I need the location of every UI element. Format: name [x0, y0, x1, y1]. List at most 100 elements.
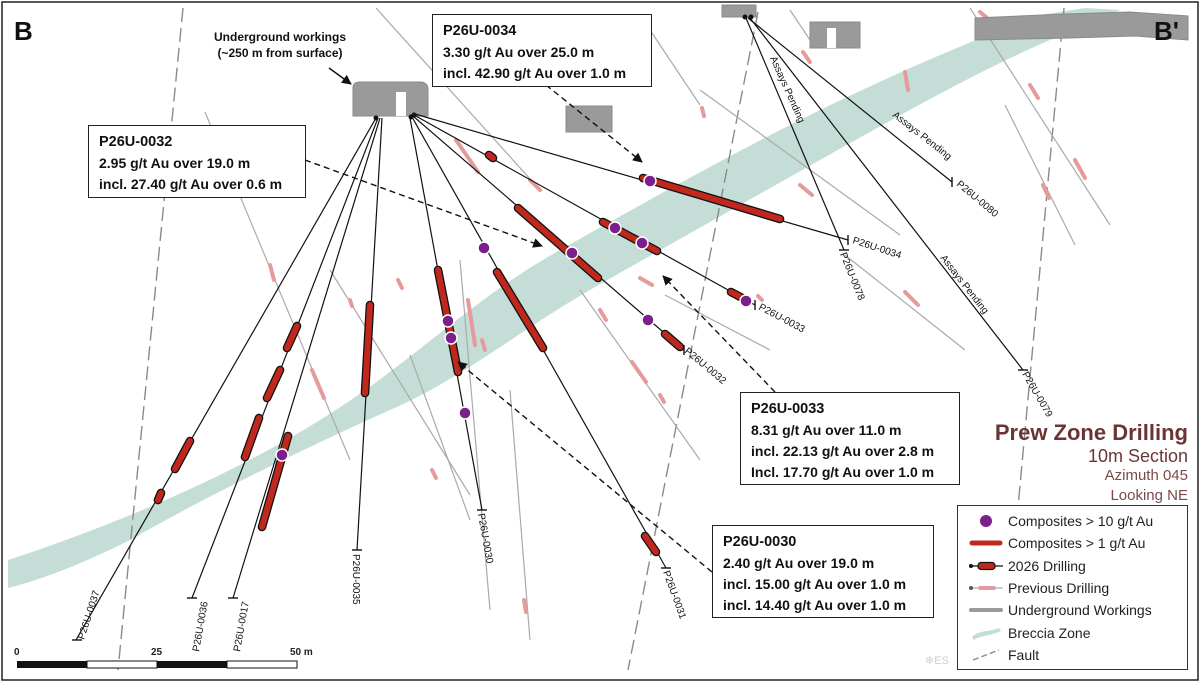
assays-pending-label: Assays Pending: [938, 253, 991, 316]
underground-workings: [352, 4, 1189, 133]
intercept-0035-fill: [362, 302, 373, 396]
underground-working: [352, 81, 429, 117]
collar: [373, 115, 379, 121]
callout-p26u-0030: P26U-0030 2.40 g/t Au over 19.0 m incl. …: [712, 525, 934, 618]
previous-hole: [459, 259, 491, 611]
scale-segment: [17, 661, 87, 668]
hole-label-0079: P26U-0079: [1019, 370, 1054, 420]
callout-line: incl. 15.00 g/t Au over 1.0 m: [723, 576, 907, 592]
previous-intercept: [798, 183, 814, 197]
hole-label-0034: P26U-0034: [851, 235, 903, 261]
previous-intercept: [1028, 83, 1040, 100]
previous-hole: [699, 89, 901, 236]
title-block: Prew Zone Drilling 10m Section Azimuth 0…: [995, 420, 1188, 506]
high-grade-point: [441, 314, 455, 328]
callout-line: incl. 27.40 g/t Au over 0.6 m: [99, 176, 283, 192]
drillhole-trace-0080: [747, 17, 953, 183]
callout-line: incl. 42.90 g/t Au over 1.0 m: [443, 65, 627, 81]
drillhole-trace-0033: [413, 114, 756, 306]
intercept-0036b-fill: [264, 367, 283, 401]
underground-workings-label: Underground workings (~250 m from surfac…: [200, 29, 360, 61]
high-grade-point: [739, 294, 753, 308]
previous-intercept: [903, 70, 910, 92]
callout-line: incl. 14.40 g/t Au over 1.0 m: [723, 597, 907, 613]
legend-label: Composites > 10 g/t Au: [1008, 513, 1154, 530]
legend-item: Previous Drilling: [964, 577, 1181, 599]
previous-intercept: [454, 138, 480, 174]
callout-arrow-0032: [304, 159, 543, 248]
previous-hole: [409, 354, 471, 521]
callout-line: 3.30 g/t Au over 25.0 m: [443, 44, 595, 60]
section-end-label: B': [1154, 16, 1179, 46]
previous-intercept: [700, 106, 706, 118]
intercept-0037b-fill: [155, 490, 164, 503]
callout-arrow-0030: [457, 361, 713, 573]
previous-drilling-icon: [964, 583, 1008, 593]
underground-opening: [827, 28, 836, 48]
previous-intercept: [522, 598, 528, 614]
high-grade-point: [458, 406, 472, 420]
hole-label-0030: P26U-0030: [475, 513, 495, 565]
high-grade-point: [565, 246, 579, 260]
hole-label-0031: P26U-0031: [660, 569, 688, 621]
watermark-es: ❄ES: [925, 655, 949, 667]
drillhole-trace-0037: [75, 117, 377, 641]
hole-label-0033: P26U-0033: [757, 302, 807, 336]
scale-label-25: 25: [151, 647, 163, 658]
high-grade-point: [275, 448, 289, 462]
uw-label-arrow: [328, 67, 352, 85]
callout-line: 2.40 g/t Au over 19.0 m: [723, 555, 875, 571]
previous-intercept: [598, 308, 608, 322]
previous-intercept: [801, 50, 812, 64]
previous-hole: [789, 9, 811, 41]
underground-opening: [396, 92, 406, 116]
hole-label-0037: P26U-0037: [76, 589, 102, 641]
high-grade-point: [635, 236, 649, 250]
scale-segment: [226, 660, 298, 669]
intercept-0032b-fill: [662, 331, 683, 350]
scale-label-0: 0: [14, 647, 20, 658]
collar: [748, 14, 754, 20]
previous-hole: [969, 7, 1111, 226]
callout-line: 8.31 g/t Au over 11.0 m: [751, 422, 902, 438]
fault-icon: [964, 648, 1008, 662]
legend-item: Underground Workings: [964, 599, 1181, 621]
scale-bar: [17, 660, 298, 669]
previous-intercept: [1073, 158, 1087, 180]
previous-intercept: [430, 468, 438, 480]
hole-label-0035: P26U-0035: [350, 554, 361, 605]
fault: [117, 7, 184, 671]
drillhole-trace-0079: [749, 17, 1024, 371]
legend-item: 2026 Drilling: [964, 555, 1181, 577]
previous-drilling: [204, 7, 1111, 641]
assays-pending-label: Assays Pending: [890, 110, 953, 163]
callout-title: P26U-0033: [751, 401, 825, 417]
legend-label: Composites > 1 g/t Au: [1008, 535, 1146, 552]
map-title: Prew Zone Drilling: [994, 420, 1188, 445]
drillhole-trace-0017: [232, 117, 381, 599]
map-subtitle: 10m Section: [1087, 446, 1188, 466]
legend-label: 2026 Drilling: [1008, 557, 1086, 574]
previous-intercept: [903, 290, 920, 307]
underground-working: [974, 11, 1189, 41]
high-grade-point: [477, 241, 491, 255]
previous-intercept: [310, 368, 326, 400]
callout-title: P26U-0030: [723, 534, 797, 550]
breccia-zone-icon: [964, 626, 1008, 640]
previous-intercept: [638, 276, 654, 287]
callout-line: incl. 22.13 g/t Au over 2.8 m: [751, 443, 935, 459]
drillhole-trace-0078: [745, 17, 845, 251]
hole-label-0078: P26U-0078: [837, 251, 866, 302]
callout-p26u-0032: P26U-0032 2.95 g/t Au over 19.0 m incl. …: [88, 125, 306, 198]
previous-intercept: [756, 294, 764, 302]
callout-line: 2.95 g/t Au over 19.0 m: [99, 155, 251, 171]
hole-label-0080: P26U-0080: [954, 179, 1000, 220]
composites-10gt: [275, 174, 753, 462]
callout-line: Incl. 17.70 g/t Au over 1.0 m: [751, 464, 935, 480]
fault: [627, 11, 759, 671]
intercept-0032a-fill: [515, 205, 601, 281]
previous-hole: [509, 389, 531, 641]
map-looking: Looking NE: [1110, 487, 1188, 504]
